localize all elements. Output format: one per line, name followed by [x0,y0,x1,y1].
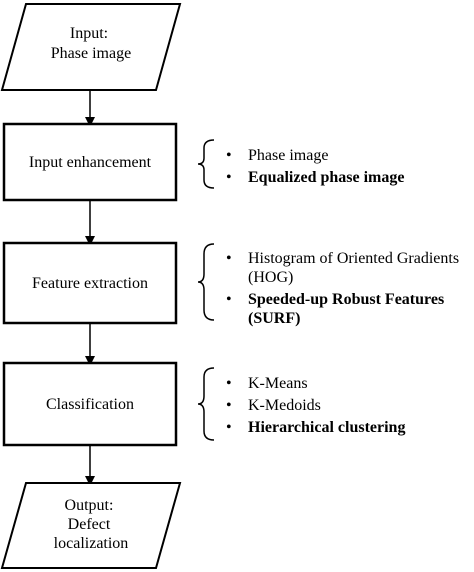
output-step: Output: Defect localization [0,482,182,569]
classification-label: Classification [46,396,134,413]
input-step-label: Input: Phase image [51,25,131,62]
method-label: K-Means [248,375,308,392]
bullet-icon: • [226,291,232,308]
classification-methods: • K-Means • K-Medoids • Hierarchical clu… [226,374,466,440]
bullet-icon: • [226,147,232,164]
method-label: Equalized phase image [248,169,405,186]
classification-shape [2,361,178,447]
feature-extraction-label: Feature extraction [32,275,148,292]
brace-input-enhancement [197,139,215,189]
classification-step: Classification [2,361,178,447]
output-step-line-1: Output: [65,497,114,514]
list-item: • K-Medoids [226,396,466,415]
feature-extraction-methods-list: • Histogram of Oriented Gradients (HOG) … [226,249,466,328]
list-item: • K-Means [226,374,466,393]
output-step-label: Output: Defect localization [54,497,129,552]
list-item: • Speeded-up Robust Features (SURF) [226,290,466,328]
input-step: Input: Phase image [0,3,182,91]
input-shape [0,3,182,91]
list-item: • Phase image [226,146,466,165]
input-step-line-2: Phase image [51,45,131,62]
classification-methods-list: • K-Means • K-Medoids • Hierarchical clu… [226,374,466,437]
output-step-line-3: localization [54,535,129,552]
input-enhancement-line-1: Input enhancement [29,154,152,171]
feature-extraction-step: Feature extraction [2,241,178,325]
brace-feature-extraction [197,243,215,321]
bullet-icon: • [226,169,232,186]
classification-line-1: Classification [46,396,134,413]
method-label: K-Medoids [248,397,321,414]
output-step-line-2: Defect [68,516,111,533]
bullet-icon: • [226,397,232,414]
method-label: Phase image [248,147,329,164]
feature-extraction-methods: • Histogram of Oriented Gradients (HOG) … [226,249,466,331]
input-enhancement-methods: • Phase image • Equalized phase image [226,146,466,190]
list-item: • Hierarchical clustering [226,418,466,437]
method-label: Histogram of Oriented Gradients (HOG) [248,250,460,286]
list-item: • Histogram of Oriented Gradients (HOG) [226,249,466,287]
list-item: • Equalized phase image [226,168,466,187]
input-enhancement-label: Input enhancement [29,154,152,171]
bullet-icon: • [226,419,232,436]
input-enhancement-methods-list: • Phase image • Equalized phase image [226,146,466,187]
input-enhancement-step: Input enhancement [2,122,178,202]
bullet-icon: • [226,375,232,392]
output-shape [0,482,182,569]
bullet-icon: • [226,250,232,267]
method-label: Speeded-up Robust Features (SURF) [248,291,445,327]
method-label: Hierarchical clustering [248,419,406,436]
feature-extraction-line-1: Feature extraction [32,275,148,292]
input-step-line-1: Input: [70,25,108,42]
brace-classification [197,367,215,441]
